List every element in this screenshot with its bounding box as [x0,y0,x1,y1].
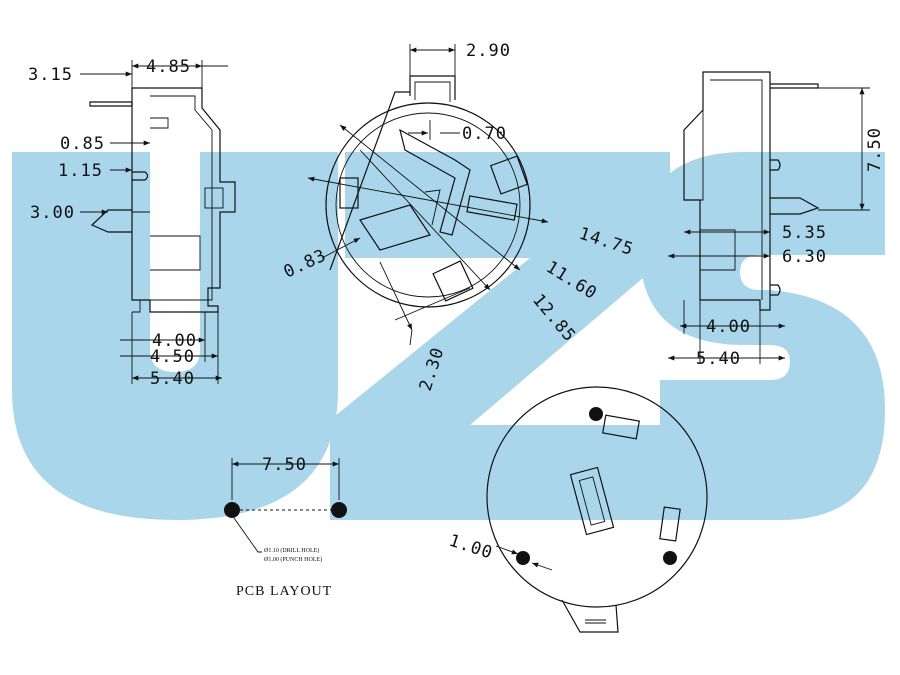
right-side-view: 7.50 5.35 6.30 4.00 5.40 [668,71,885,369]
left-dim-label-7: 4.50 [150,347,195,367]
pcb-layout: 7.50 Ø1.10 (DRILL HOLE) Ø1.00 (PUNCH HOL… [224,455,347,599]
pcb-hole-2 [331,502,347,518]
left-dim-label-1: 3.15 [28,65,73,85]
bottom-hole-3 [516,551,530,565]
bottom-dim-line [495,545,519,555]
left-inner-slot [150,235,201,271]
bottom-outer-circle [486,386,708,608]
top-dim-12.85-line [359,149,491,291]
top-dim-11.60-line [339,124,521,271]
right-bump-1 [770,159,781,171]
left-inner-line [150,95,213,301]
right-dim-label-5: 5.40 [696,349,741,369]
right-dim-label-4: 4.00 [706,317,751,337]
bottom-pad-1 [602,414,640,440]
left-inner-step [150,117,169,129]
watermark-logo [12,152,885,520]
pcb-leader [233,517,262,553]
pcb-spacing-label: 7.50 [262,455,307,475]
bottom-dim-line-2 [531,562,553,571]
pcb-drill-note: Ø1.10 (DRILL HOLE) [264,547,319,554]
watermark-letter-u [12,152,338,520]
left-dim-label-3: 0.85 [60,134,105,154]
pcb-caption: PCB LAYOUT [236,584,332,599]
top-clip-inner [414,81,451,102]
top-dim-0.83-line [321,237,361,259]
pcb-hole-1 [224,502,240,518]
left-side-view: 3.15 4.85 0.85 1.15 3.00 4.00 4.50 5.40 [28,57,236,389]
top-ext-5 [409,329,413,346]
watermark-letter-s [640,152,885,520]
bottom-hole-1 [589,407,603,421]
left-body-outline [131,87,236,313]
top-dim-label-2: 0.70 [462,124,507,144]
right-lead [770,197,820,215]
top-ext-6 [394,287,471,321]
left-foot [132,299,141,313]
bottom-contact [569,466,615,536]
right-top-pin [770,83,819,89]
right-bump-2 [770,284,781,296]
left-dim-label-6: 4.00 [152,331,197,351]
top-clip [409,75,456,100]
bottom-dim-label: 1.00 [446,531,495,564]
watermark-letter-z [330,152,670,520]
bottom-pad-2 [659,506,681,542]
top-dim-2.30-line [379,261,413,331]
left-dim-label-8: 5.40 [150,369,195,389]
right-dim-label-1: 7.50 [865,127,885,172]
top-dim-label-1: 2.90 [466,41,511,61]
left-dim-label-4: 1.15 [58,161,103,181]
right-inner-step [690,110,704,201]
left-top-pin [89,101,133,107]
left-dim-label-5: 3.00 [30,203,75,223]
bottom-tab [561,599,619,633]
right-inner-line [710,79,763,300]
left-tab [204,187,224,209]
right-dim-label-2: 5.35 [782,223,827,243]
left-lead [90,209,132,233]
bottom-hole-2 [663,551,677,565]
left-dim-label-2: 4.85 [146,57,191,77]
left-side-pin [132,171,149,181]
pcb-punch-note: Ø1.00 (PUNCH HOLE) [264,556,322,563]
bottom-contact-inner [578,476,606,526]
right-dim-label-3: 6.30 [782,247,827,267]
